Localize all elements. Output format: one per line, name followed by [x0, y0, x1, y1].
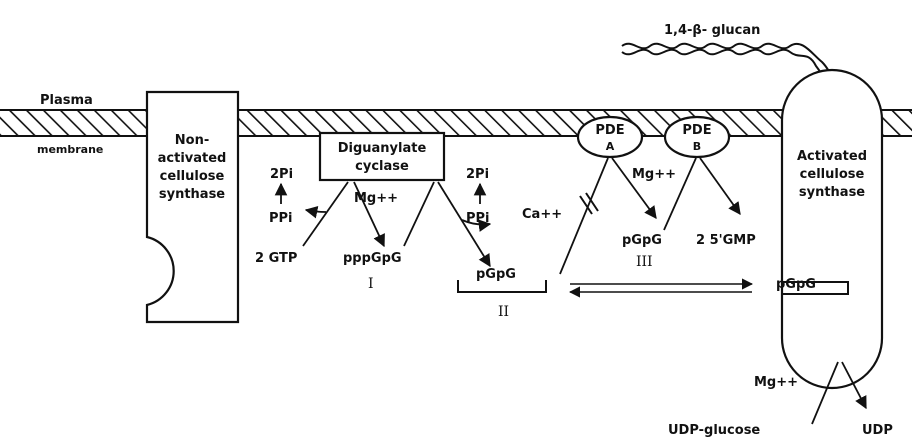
two-pi-right: 2Pi — [466, 167, 489, 182]
mg-pde: Mg++ — [632, 167, 676, 182]
mg-bottom: Mg++ — [754, 375, 798, 390]
ppi-right: PPi — [466, 211, 490, 226]
udp-glucose-label: UDP-glucose — [668, 423, 760, 438]
pgpg-three: pGpG — [622, 233, 662, 248]
pgpg-to-pde-a-line — [560, 158, 608, 274]
ppi-left: PPi — [269, 211, 293, 226]
mg-cyclase: Mg++ — [354, 191, 398, 206]
plasma-membrane — [0, 110, 912, 136]
roman-one: I — [368, 276, 374, 292]
nonactivated-line-3: cellulose — [160, 169, 225, 184]
gmp-label: 2 5'GMP — [696, 233, 756, 248]
bound-pgpg: pGpG — [776, 277, 816, 292]
activated-line-2: cellulose — [800, 167, 865, 182]
ppi-release-left-arrow — [306, 210, 326, 212]
activated-synthase: Activated cellulose synthase pGpG — [776, 70, 882, 388]
two-gtp: 2 GTP — [255, 251, 297, 266]
cyclase-line-1: Diguanylate — [338, 141, 427, 156]
calcium-label: Ca++ — [522, 207, 562, 222]
cyclase-line-2: cyclase — [355, 159, 409, 174]
roman-two: II — [498, 304, 509, 320]
nonactivated-line-4: synthase — [159, 187, 225, 202]
pde-a: PDE A — [578, 117, 642, 157]
pgpg-two: pGpG II — [458, 267, 546, 320]
activated-line-1: Activated — [797, 149, 867, 164]
membrane-label: membrane — [37, 143, 103, 156]
pde-b-line-1: PDE — [682, 123, 711, 138]
pppgpg: pppGpG — [343, 251, 402, 266]
diguanylate-cyclase: Diguanylate cyclase — [320, 133, 444, 180]
plasma-label: Plasma — [40, 93, 93, 108]
gtp-to-cyclase-line — [303, 182, 348, 246]
pppgpg-to-cyclase-line — [404, 182, 434, 246]
activated-line-3: synthase — [799, 185, 865, 200]
glucan-label: 1,4-β- glucan — [664, 23, 760, 38]
pde-b-to-gmp-arrow — [700, 158, 740, 214]
roman-three: III — [636, 254, 653, 270]
nonactivated-line-2: activated — [158, 151, 227, 166]
nonactivated-line-1: Non- — [175, 133, 209, 148]
pde-a-line-2: A — [606, 140, 615, 153]
pde-b-line-2: B — [693, 140, 701, 153]
pde-a-line-1: PDE — [595, 123, 624, 138]
nonactivated-synthase: Non- activated cellulose synthase — [147, 92, 238, 322]
pde-b: PDE B — [665, 117, 729, 157]
udp-label: UDP — [862, 423, 893, 438]
two-pi-left: 2Pi — [270, 167, 293, 182]
pgpg-two-label: pGpG — [476, 267, 516, 282]
